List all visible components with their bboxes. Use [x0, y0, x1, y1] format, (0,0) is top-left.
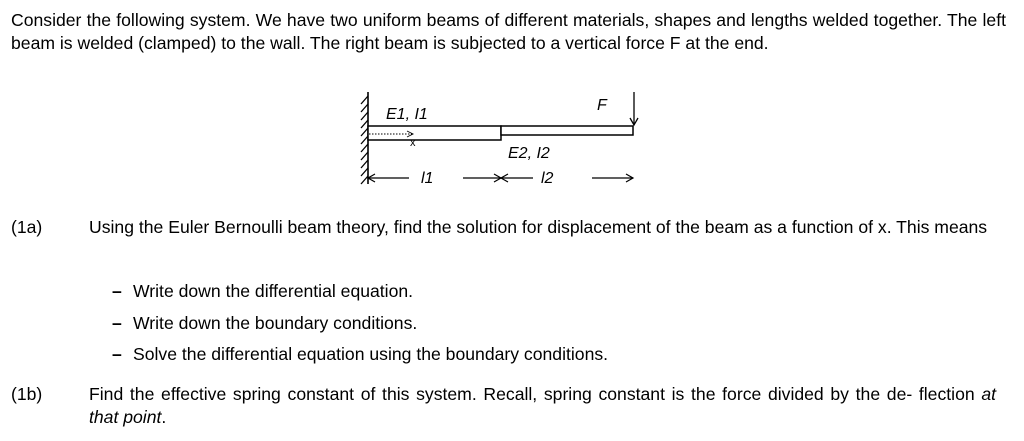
dash-marker: –	[112, 312, 122, 333]
bullet-text: Write down the boundary conditions.	[133, 312, 418, 333]
dimension-arrows	[366, 173, 635, 183]
bullet-item: – Solve the differential equation using …	[112, 343, 608, 375]
beam-1-label: E1, I1	[386, 106, 428, 123]
dash-marker: –	[112, 344, 122, 364]
question-1a-text: Using the Euler Bernoulli beam theory, f…	[89, 217, 988, 237]
beam-2	[500, 125, 634, 136]
x-axis-label: x	[410, 137, 416, 149]
bullet-text: Solve the differential equation using th…	[133, 344, 609, 364]
force-arrow	[629, 92, 639, 127]
intro-text: Consider the following system. We have t…	[11, 10, 1006, 53]
bullet-item: – Write down the boundary conditions.	[112, 312, 608, 344]
question-1b-text: Find the effective spring constant of th…	[89, 383, 996, 429]
question-1b-number: (1b)	[11, 384, 43, 404]
question-1a-number: (1a)	[11, 217, 43, 237]
force-label: F	[597, 97, 608, 114]
question-1b-main: Find the effective spring constant of th…	[89, 384, 982, 404]
beam-2-label: E2, I2	[508, 145, 550, 162]
question-1b-end: .	[161, 407, 167, 427]
dash-marker: –	[112, 281, 122, 301]
question-1a-bullets: – Write down the differential equation. …	[112, 280, 608, 375]
length-1-label: l1	[421, 170, 433, 187]
beam-diagram: E1, I1 E2, I2 F x l1 l2	[360, 92, 639, 187]
bullet-item: – Write down the differential equation.	[112, 280, 608, 312]
x-axis-arrow	[369, 130, 415, 138]
wall	[360, 92, 369, 185]
question-1b-emphasis: at that point	[89, 384, 996, 427]
length-2-label: l2	[541, 170, 554, 187]
bullet-text: Write down the differential equation.	[133, 281, 414, 301]
intro-paragraph: Consider the following system. We have t…	[11, 9, 1006, 55]
beam-1	[367, 125, 502, 141]
